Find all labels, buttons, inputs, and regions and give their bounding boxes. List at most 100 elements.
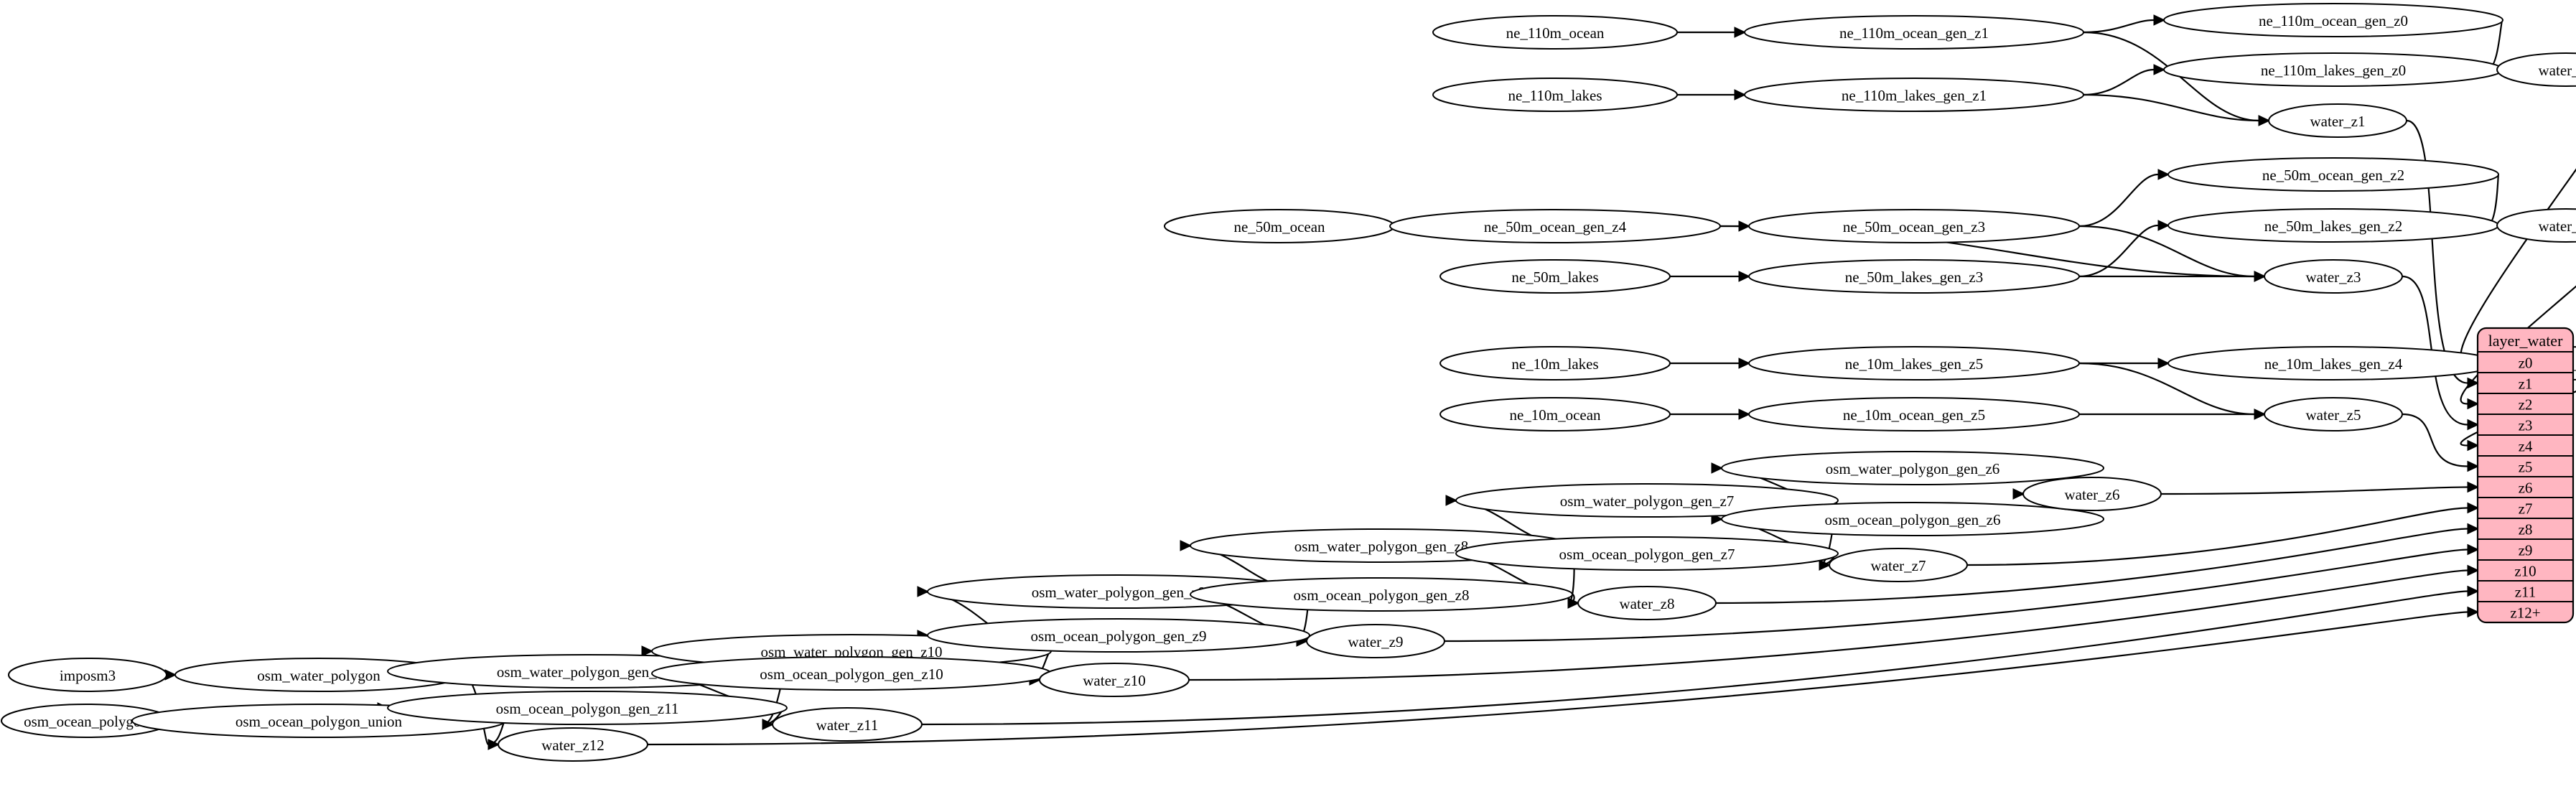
layer-water-row-z12plus[interactable]: z12+ xyxy=(2510,604,2540,622)
graph-node-ne_10m_lakes[interactable]: ne_10m_lakes xyxy=(1439,346,1671,381)
arrow-head-icon xyxy=(1734,27,1747,38)
arrow-head-icon xyxy=(2254,408,2267,420)
graph-node-water_z7[interactable]: water_z7 xyxy=(1829,548,1968,582)
graph-node-osm_ocean_polygon_gen_z8[interactable]: osm_ocean_polygon_gen_z8 xyxy=(1190,577,1573,612)
graph-node-ne_50m_lakes[interactable]: ne_50m_lakes xyxy=(1439,259,1671,294)
graph-node-water_z9[interactable]: water_z9 xyxy=(1306,624,1445,658)
graph-node-ne_110m_ocean_gen_z0[interactable]: ne_110m_ocean_gen_z0 xyxy=(2163,3,2503,37)
graph-node-water_z1[interactable]: water_z1 xyxy=(2268,103,2407,138)
arrow-head-icon xyxy=(2467,502,2480,514)
node-label: ne_50m_lakes xyxy=(1511,269,1598,286)
layer-water-box[interactable] xyxy=(2476,327,2575,624)
node-label: water_z10 xyxy=(1083,672,1145,689)
graph-node-ne_110m_lakes[interactable]: ne_110m_lakes xyxy=(1432,78,1678,112)
graph-node-ne_110m_lakes_gen_z1[interactable]: ne_110m_lakes_gen_z1 xyxy=(1744,78,2084,112)
arrow-head-icon xyxy=(2467,481,2480,493)
node-label: ne_10m_ocean_gen_z5 xyxy=(1843,406,1985,424)
graph-node-ne_10m_lakes_gen_z4[interactable]: ne_10m_lakes_gen_z4 xyxy=(2167,346,2499,381)
node-ellipse xyxy=(1039,663,1190,697)
arrow-head-icon xyxy=(2153,14,2166,26)
node-ellipse xyxy=(387,691,788,725)
graph-node-ne_50m_lakes_gen_z3[interactable]: ne_50m_lakes_gen_z3 xyxy=(1748,259,2080,294)
graph-node-water_z11[interactable]: water_z11 xyxy=(772,707,923,742)
node-label: ne_50m_ocean_gen_z3 xyxy=(1843,218,1985,235)
layer-water-row-z6[interactable]: z6 xyxy=(2519,480,2533,497)
graph-node-ne_10m_ocean_gen_z5[interactable]: ne_10m_ocean_gen_z5 xyxy=(1748,397,2080,431)
arrow-head-icon xyxy=(2467,523,2480,535)
graph-node-water_z12[interactable]: water_z12 xyxy=(498,727,648,762)
node-label: ne_110m_ocean xyxy=(1506,24,1605,42)
node-label: osm_water_polygon_gen_z7 xyxy=(1560,492,1735,510)
graph-node-osm_ocean_polygon_gen_z9[interactable]: osm_ocean_polygon_gen_z9 xyxy=(927,618,1310,653)
arrow-head-icon xyxy=(2467,419,2480,431)
layer-water-row-z0[interactable]: z0 xyxy=(2519,355,2533,372)
graph-node-osm_water_polygon_gen_z11[interactable]: osm_water_polygon_gen_z11 xyxy=(387,654,788,688)
node-label: osm_ocean_polygon_gen_z10 xyxy=(760,666,943,683)
layer-water-row-z7[interactable]: z7 xyxy=(2519,500,2533,518)
arrow-head-icon xyxy=(762,719,775,730)
layer-water-row-z5[interactable]: z5 xyxy=(2519,459,2533,476)
graph-node-ne_50m_ocean_gen_z3[interactable]: ne_50m_ocean_gen_z3 xyxy=(1748,209,2080,243)
node-ellipse xyxy=(2163,3,2503,37)
layer-water-row-z8[interactable]: z8 xyxy=(2519,521,2533,538)
graph-node-water_z6[interactable]: water_z6 xyxy=(2022,477,2162,511)
graph-node-ne_110m_ocean_gen_z1[interactable]: ne_110m_ocean_gen_z1 xyxy=(1744,15,2084,50)
layer-water-row-z9[interactable]: z9 xyxy=(2519,542,2533,559)
arrow-head-icon xyxy=(2258,115,2271,126)
node-label: ne_10m_lakes xyxy=(1511,355,1598,373)
node-ellipse xyxy=(1455,536,1839,571)
edge-ne_50m_ocean_gen_z2-to-water_z2 xyxy=(2486,173,2500,227)
layer-water-row-z3[interactable]: z3 xyxy=(2519,417,2533,434)
node-label: water_z7 xyxy=(1871,557,1926,574)
graph-node-osm_ocean_polygon[interactable]: osm_ocean_polygon xyxy=(1,704,172,738)
graph-node-ne_50m_ocean_gen_z2[interactable]: ne_50m_ocean_gen_z2 xyxy=(2167,157,2499,192)
node-ellipse xyxy=(2022,477,2162,511)
graph-node-water_z10[interactable]: water_z10 xyxy=(1039,663,1190,697)
graph-node-osm_ocean_polygon_gen_z10[interactable]: osm_ocean_polygon_gen_z10 xyxy=(651,656,1052,691)
graph-node-water_z2[interactable]: water_z2 xyxy=(2496,208,2576,243)
graph-node-ne_110m_ocean[interactable]: ne_110m_ocean xyxy=(1432,15,1678,50)
node-label: ne_110m_lakes_gen_z1 xyxy=(1842,87,1987,104)
arrow-head-icon xyxy=(1445,495,1458,506)
graph-node-ne_50m_lakes_gen_z2[interactable]: ne_50m_lakes_gen_z2 xyxy=(2167,208,2499,243)
layer-water-row-z10[interactable]: z10 xyxy=(2514,563,2536,580)
graph-node-osm_ocean_polygon_gen_z7[interactable]: osm_ocean_polygon_gen_z7 xyxy=(1455,536,1839,571)
arrow-head-icon xyxy=(487,739,500,750)
node-ellipse xyxy=(8,658,167,692)
edge-ne_50m_ocean_gen_z3-to-ne_50m_ocean_gen_z2 xyxy=(2078,173,2159,228)
graph-node-ne_110m_lakes_gen_z0[interactable]: ne_110m_lakes_gen_z0 xyxy=(2163,52,2503,87)
graph-node-water_z3[interactable]: water_z3 xyxy=(2264,259,2403,294)
node-ellipse xyxy=(1577,586,1717,620)
graph-node-water_z8[interactable]: water_z8 xyxy=(1577,586,1717,620)
graph-node-osm_water_polygon_gen_z7[interactable]: osm_water_polygon_gen_z7 xyxy=(1455,483,1839,518)
graph-node-ne_10m_ocean[interactable]: ne_10m_ocean xyxy=(1439,397,1671,431)
layer-water-title: layer_water xyxy=(2488,332,2563,350)
node-label: osm_ocean_polygon_gen_z9 xyxy=(1031,627,1207,645)
node-ellipse xyxy=(1829,548,1968,582)
layer-water-row-z11[interactable]: z11 xyxy=(2515,584,2537,601)
graph-node-osm_water_polygon[interactable]: osm_water_polygon xyxy=(174,658,463,692)
graph-node-osm_ocean_polygon_gen_z6[interactable]: osm_ocean_polygon_gen_z6 xyxy=(1721,502,2104,536)
graph-node-water_z5[interactable]: water_z5 xyxy=(2264,397,2403,431)
node-label: osm_water_polygon_gen_z9 xyxy=(1032,584,1206,601)
layer-water-row-z2[interactable]: z2 xyxy=(2519,396,2533,414)
layer-water-row-z4[interactable]: z4 xyxy=(2519,438,2533,455)
graph-node-water_z0[interactable]: water_z0 xyxy=(2496,52,2576,87)
graph-node-ne_50m_ocean_gen_z4[interactable]: ne_50m_ocean_gen_z4 xyxy=(1389,209,1721,243)
arrow-head-icon xyxy=(2254,271,2267,282)
node-ellipse xyxy=(1306,624,1445,658)
node-label: osm_water_polygon_gen_z6 xyxy=(1826,460,2000,477)
layer-water-row-z1[interactable]: z1 xyxy=(2519,375,2533,393)
graph-node-osm_ocean_polygon_gen_z11[interactable]: osm_ocean_polygon_gen_z11 xyxy=(387,691,788,725)
node-label: osm_ocean_polygon_gen_z8 xyxy=(1294,587,1470,604)
node-label: ne_10m_ocean xyxy=(1509,406,1601,424)
graph-node-osm_water_polygon_gen_z6[interactable]: osm_water_polygon_gen_z6 xyxy=(1721,451,2104,485)
graph-node-ne_50m_ocean[interactable]: ne_50m_ocean xyxy=(1164,209,1395,243)
graph-node-ne_10m_lakes_gen_z5[interactable]: ne_10m_lakes_gen_z5 xyxy=(1748,346,2080,381)
edge-water_z11-to-layer_water.z11 xyxy=(921,590,2468,726)
graph-node-imposm3[interactable]: imposm3 xyxy=(8,658,167,692)
edge-ne_110m_lakes_gen_z1-to-water_z1 xyxy=(2083,93,2259,122)
node-label: osm_ocean_polygon_union xyxy=(235,713,403,730)
